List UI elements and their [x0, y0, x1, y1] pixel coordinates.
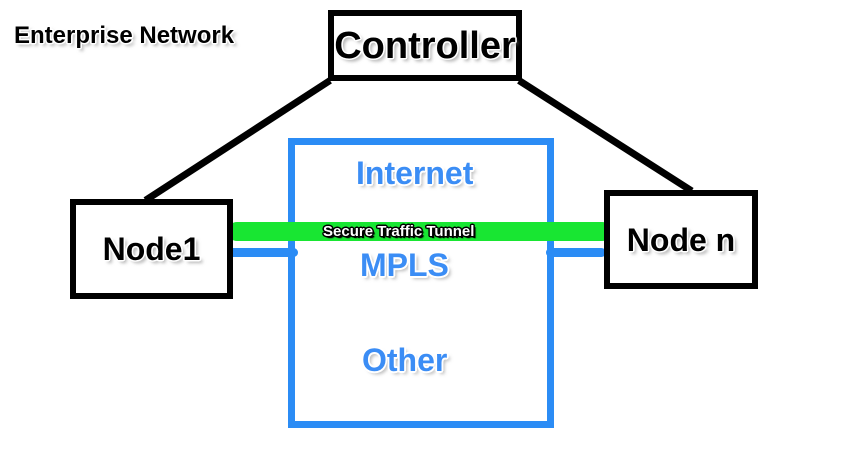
cloud-option-internet: Internet: [356, 155, 474, 191]
cloud-option-mpls: MPLS: [360, 247, 449, 283]
secure-traffic-tunnel-label: Secure Traffic Tunnel: [323, 223, 475, 240]
node-noden-label: Node n: [626, 221, 736, 258]
data-link-node1-cloud: [228, 248, 298, 257]
node-noden[interactable]: Node n: [604, 190, 758, 289]
node-node1-label: Node1: [102, 231, 201, 267]
node-node1[interactable]: Node1: [70, 199, 233, 299]
transport-cloud-box: [288, 138, 554, 428]
data-link-cloud-noden: [546, 248, 606, 257]
node-controller[interactable]: Controller: [328, 10, 522, 81]
secure-traffic-tunnel-bar: [228, 222, 611, 241]
cloud-option-other: Other: [362, 342, 448, 378]
node-controller-label: Controller: [334, 24, 516, 67]
diagram-title: Enterprise Network: [14, 22, 235, 49]
